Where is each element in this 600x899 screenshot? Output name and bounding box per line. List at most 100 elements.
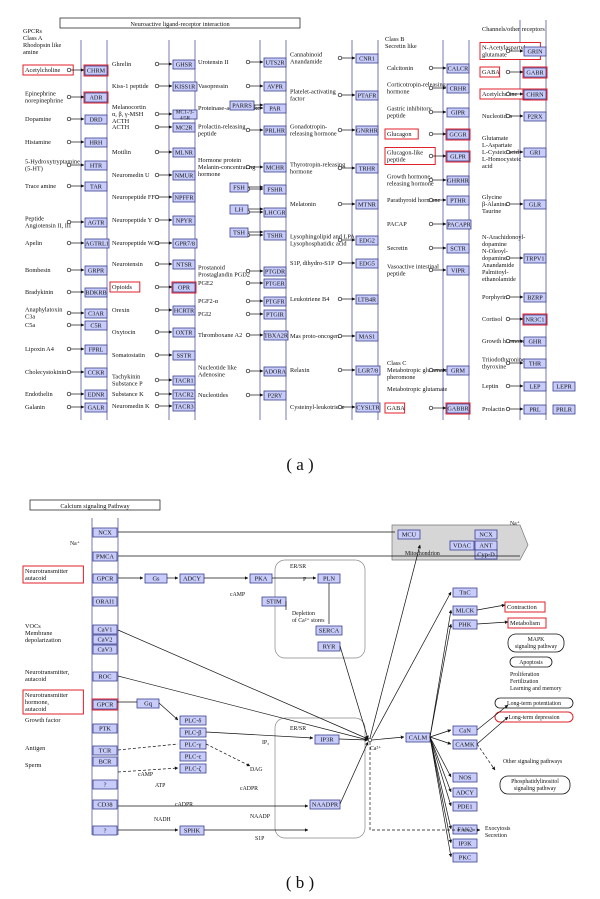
node-gpr7-8[interactable]: GPR7/8 [172, 238, 198, 249]
node-cyp-d[interactable]: Cyp-D [474, 549, 498, 560]
node-adcy[interactable]: ADCY [179, 573, 205, 584]
node-adr[interactable]: ADR [83, 91, 109, 104]
node-cav2[interactable]: CaV2 [92, 634, 118, 645]
node-grpr[interactable]: GRPR [84, 265, 108, 276]
node-pmca[interactable]: PMCA [92, 551, 118, 562]
node-ghsr[interactable]: GHSR [172, 59, 196, 70]
node-item[interactable]: ? [92, 825, 118, 836]
node-mchr[interactable]: MCHR [263, 162, 287, 173]
node-ptgfr[interactable]: PTGFR [263, 296, 287, 307]
node-orai1[interactable]: ORAI1 [92, 596, 118, 607]
node-sctr[interactable]: SCTR [446, 243, 470, 254]
node-edg5[interactable]: EDG5 [355, 258, 379, 269]
node-pthr[interactable]: PTHR [446, 195, 470, 206]
node-c3ar[interactable]: C3AR [84, 308, 108, 319]
node-mc2r[interactable]: MC2R [172, 122, 196, 133]
node-cnr1[interactable]: CNR1 [355, 53, 379, 64]
node-item[interactable]: ? [92, 779, 118, 790]
node-fak2[interactable]: FAK2 [452, 824, 478, 835]
node-stim[interactable]: STIM [261, 596, 287, 607]
node-kiss1r[interactable]: KISS1R [172, 81, 198, 92]
node-ncx[interactable]: NCX [92, 527, 118, 538]
pi-oval[interactable] [499, 775, 571, 795]
node-lepr[interactable]: LEPR [552, 381, 576, 392]
node-agtrl1[interactable]: AGTRL1 [84, 238, 110, 249]
node-crhr[interactable]: CRHR [446, 83, 470, 94]
node-pln[interactable]: PLN [317, 573, 341, 584]
node-bzrp[interactable]: BZRP [523, 292, 547, 303]
node-hrh[interactable]: HRH [84, 137, 108, 148]
node-lh[interactable]: LH [229, 204, 249, 215]
node-ptger[interactable]: PTGER [263, 278, 287, 289]
node-cd38[interactable]: CD38 [92, 799, 118, 810]
node-glr[interactable]: GLR [523, 199, 547, 210]
ltp-oval[interactable] [494, 697, 574, 709]
node-thr[interactable]: THR [523, 358, 547, 369]
node-pkc[interactable]: PKC [452, 852, 478, 863]
node-gabr[interactable]: GABR [522, 66, 548, 79]
apoptosis-oval[interactable] [509, 656, 553, 668]
node-tacr1[interactable]: TACR1 [172, 375, 196, 386]
node-cav3[interactable]: CaV3 [92, 644, 118, 655]
node-p2rx[interactable]: P2RX [523, 111, 547, 122]
node-htr[interactable]: HTR [84, 160, 108, 171]
node-drd[interactable]: DRD [84, 114, 108, 125]
node-prlr[interactable]: PRLR [552, 404, 576, 415]
node-parrs[interactable]: PARRS [229, 100, 255, 111]
node-adcy[interactable]: ADCY [452, 787, 478, 798]
node-agtr[interactable]: AGTR [84, 217, 108, 228]
node-lhcgr[interactable]: LHCGR [263, 207, 287, 218]
node-adora[interactable]: ADORA [263, 366, 287, 377]
node-fshr[interactable]: FSHR [263, 184, 287, 195]
node-oxtr[interactable]: OXTR [172, 327, 196, 338]
node-sstr[interactable]: SSTR [172, 350, 196, 361]
node-nos[interactable]: NOS [452, 772, 478, 783]
node-glpr[interactable]: GLPR [445, 150, 471, 163]
node-gpcr[interactable]: GPCR [92, 573, 118, 584]
node-mcu[interactable]: MCU [397, 529, 421, 540]
node-ncx[interactable]: NCX [474, 529, 498, 540]
node-nr3c1[interactable]: NR3C1 [522, 313, 548, 326]
node-bcr[interactable]: BCR [92, 756, 118, 767]
node-ghrhr[interactable]: GHRHR [446, 175, 470, 186]
node-lgr7-8[interactable]: LGR7/8 [355, 365, 381, 376]
node-gpcr[interactable]: GPCR [91, 698, 119, 711]
node-edg2[interactable]: EDG2 [355, 235, 379, 246]
node-cysltr[interactable]: CYSLTR [355, 402, 380, 413]
node-ryr[interactable]: RYR [317, 641, 341, 652]
node-mlnr[interactable]: MLNR [172, 147, 196, 158]
node-tacr3[interactable]: TACR3 [172, 401, 196, 412]
node-nmur[interactable]: NMUR [172, 170, 196, 181]
node-tacr2[interactable]: TACR2 [172, 389, 196, 400]
node-serca[interactable]: SERCA [315, 625, 343, 636]
node-sphk[interactable]: SPHK [179, 825, 205, 836]
node-c5r[interactable]: C5R [84, 320, 108, 331]
node-tsh[interactable]: TSH [229, 227, 249, 238]
node-ntsr[interactable]: NTSR [172, 259, 196, 270]
node-p2ry[interactable]: P2RY [263, 390, 287, 401]
node-gq[interactable]: Gq [136, 698, 160, 709]
node-tshr[interactable]: TSHR [263, 230, 287, 241]
node-plc[interactable]: PLC-ε [179, 751, 207, 762]
node-naadpr[interactable]: NAADPR [309, 799, 341, 810]
node-gs[interactable]: Gs [144, 573, 168, 584]
node-hcrtr[interactable]: HCRTR [172, 305, 196, 316]
node-ltb4r[interactable]: LTB4R [355, 294, 379, 305]
node-gabbr[interactable]: GABBR [445, 402, 471, 415]
node-grin[interactable]: GRIN [523, 46, 547, 57]
node-uts2r[interactable]: UTS2R [263, 57, 287, 68]
node-phk[interactable]: PHK [452, 619, 478, 630]
node-ip3r[interactable]: IP3R [314, 734, 340, 745]
node-lep[interactable]: LEP [523, 381, 547, 392]
node-plc[interactable]: PLC-γ [179, 739, 207, 750]
node-npyr[interactable]: NPYR [172, 215, 196, 226]
node-trpv1[interactable]: TRPV1 [523, 253, 547, 264]
node-calm[interactable]: CALM [405, 732, 431, 743]
node-roc[interactable]: ROC [92, 671, 118, 682]
node-plc[interactable]: PLC-β [179, 727, 207, 738]
node-ednr[interactable]: EDNR [84, 389, 108, 400]
node-can[interactable]: CaN [452, 725, 478, 736]
node-mlck[interactable]: MLCK [452, 605, 478, 616]
node-avpr[interactable]: AVPR [263, 81, 287, 92]
node-par[interactable]: PAR [263, 103, 287, 114]
